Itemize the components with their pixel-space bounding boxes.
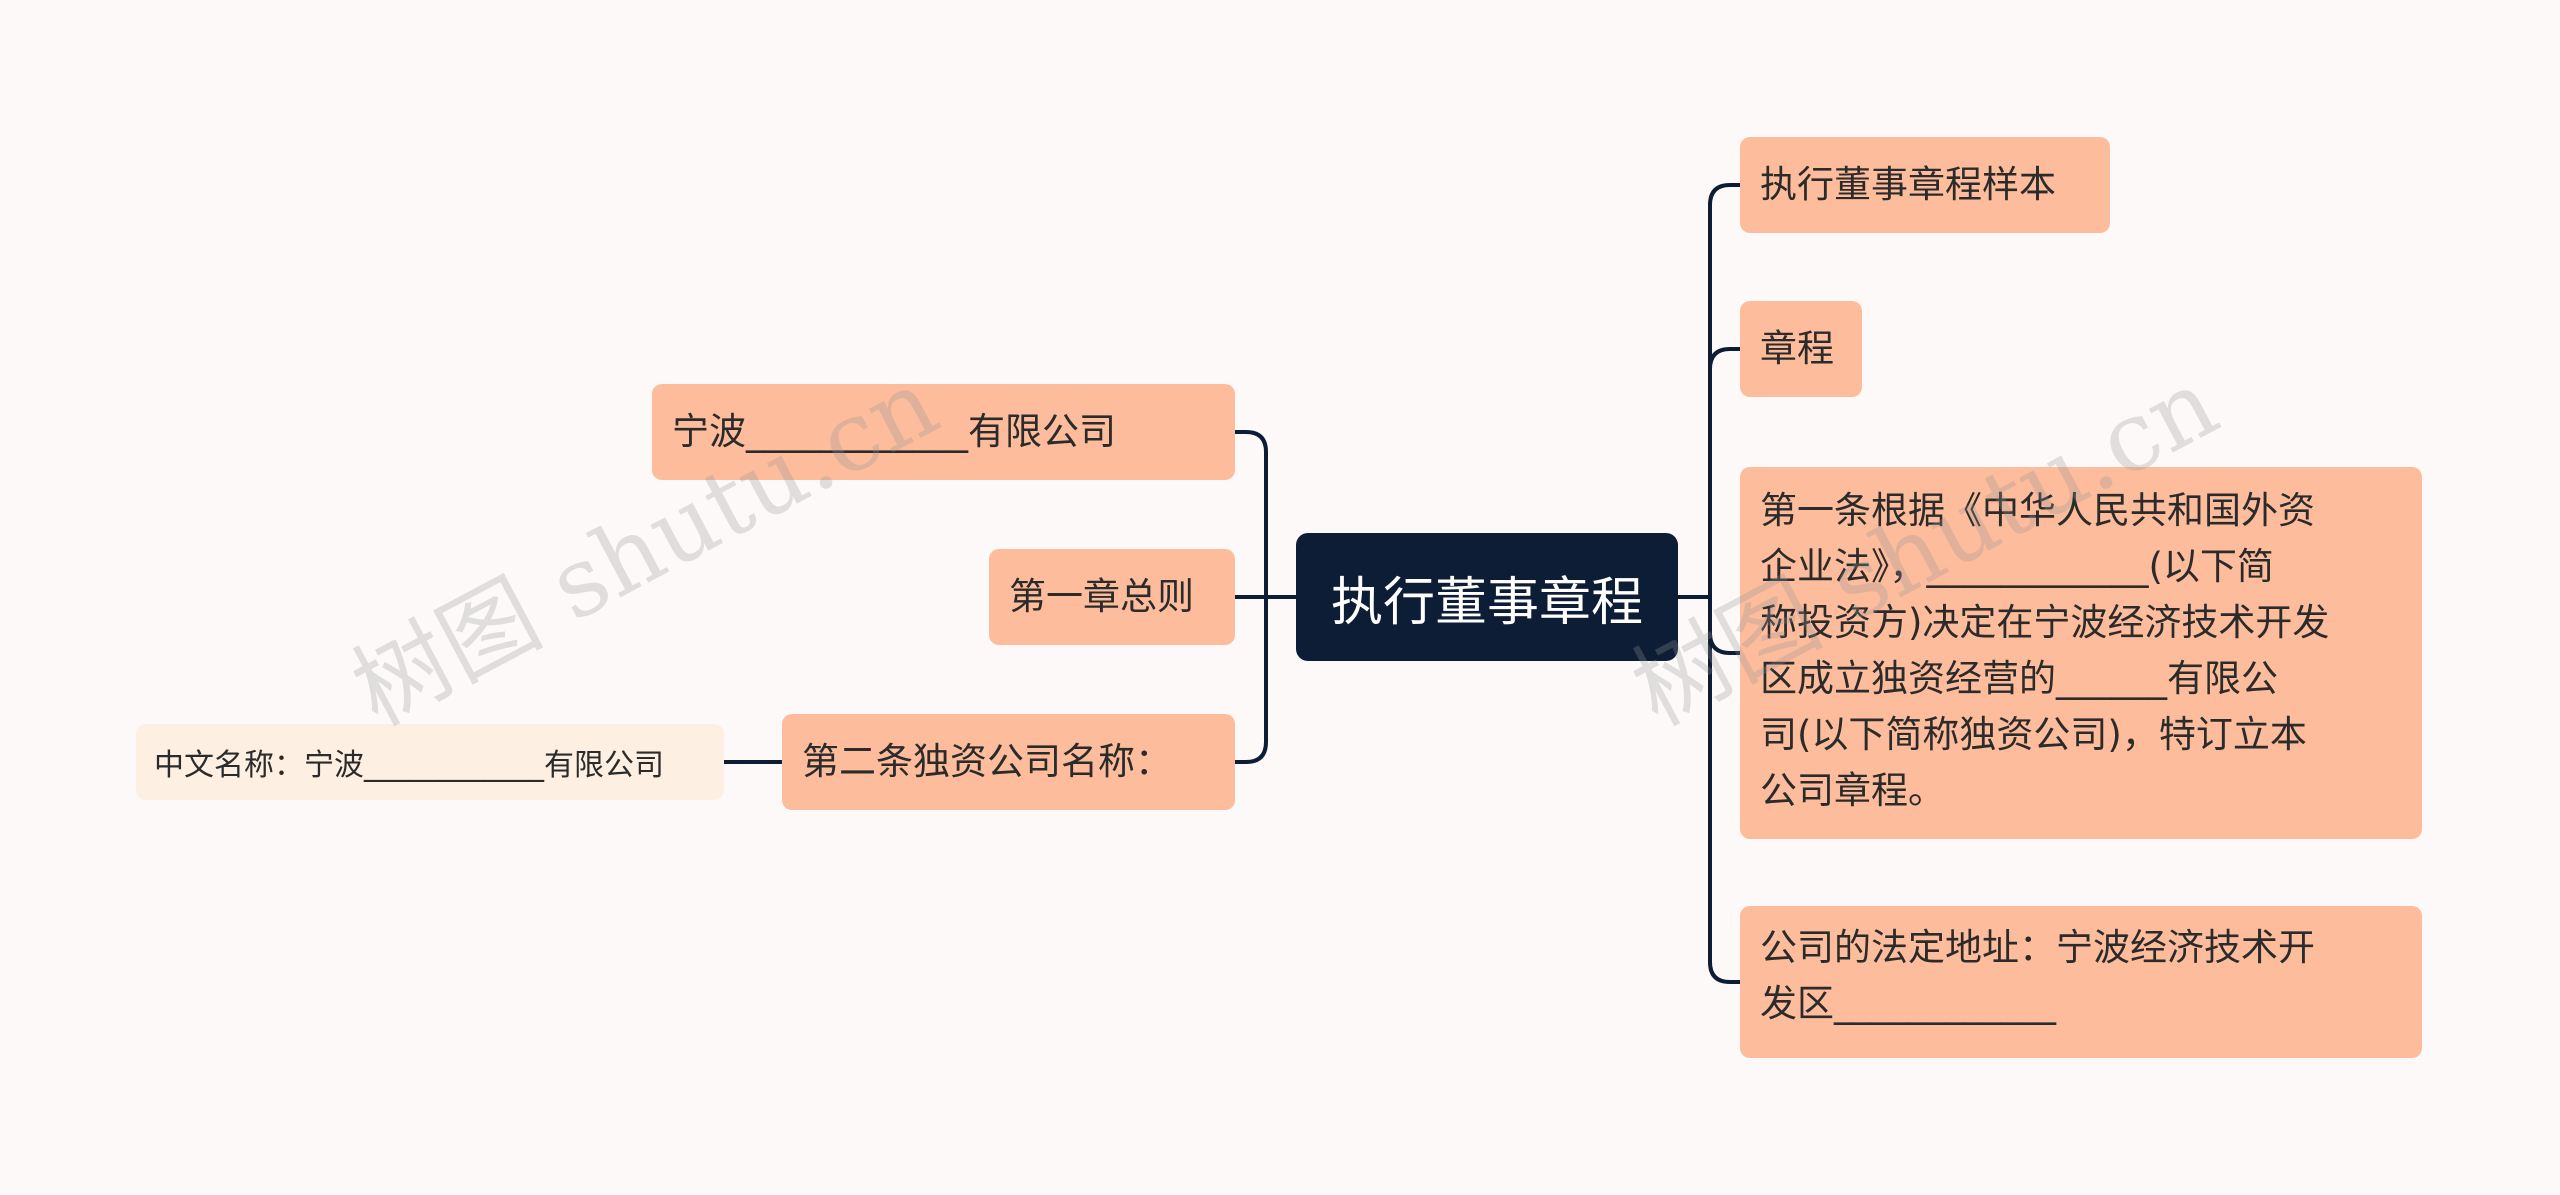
left-topic-chapter-one[interactable]: 第一章总则	[989, 549, 1235, 645]
left-topic-article-two[interactable]: 第二条独资公司名称：	[782, 714, 1235, 810]
left-topic-company-name[interactable]: 宁波____________有限公司	[652, 384, 1235, 480]
right-topic-label: 公司的法定地址：宁波经济技术开 发区____________	[1760, 926, 2315, 1025]
left-topic-label: 宁波____________有限公司	[672, 410, 1116, 453]
central-topic-label: 执行董事章程	[1330, 572, 1643, 633]
right-topic-label: 执行董事章程样本	[1760, 163, 2056, 206]
connector-left-1	[1233, 430, 1268, 599]
left-topic-label: 第二条独资公司名称：	[802, 740, 1172, 783]
right-topic-charter[interactable]: 章程	[1740, 301, 1862, 397]
right-topic-legal-address[interactable]: 公司的法定地址：宁波经济技术开 发区____________	[1740, 906, 2422, 1058]
connector-right-2	[1708, 347, 1742, 599]
connector-right-4	[1708, 595, 1742, 984]
right-topic-label: 第一条根据《中华人民共和国外资 企业法》，____________(以下简 称投…	[1760, 489, 2330, 812]
connector-right-1	[1708, 183, 1742, 599]
central-topic[interactable]: 执行董事章程	[1296, 533, 1678, 661]
left-subtopic-chinese-name[interactable]: 中文名称：宁波____________有限公司	[136, 724, 724, 800]
right-topic-sample[interactable]: 执行董事章程样本	[1740, 137, 2110, 233]
left-topic-label: 第一章总则	[1009, 575, 1194, 618]
right-topic-article-one[interactable]: 第一条根据《中华人民共和国外资 企业法》，____________(以下简 称投…	[1740, 467, 2422, 839]
right-topic-label: 章程	[1760, 327, 1834, 370]
left-subtopic-label: 中文名称：宁波____________有限公司	[154, 748, 664, 783]
connector-left-3	[1233, 595, 1268, 764]
connector-right-3	[1708, 595, 1742, 655]
